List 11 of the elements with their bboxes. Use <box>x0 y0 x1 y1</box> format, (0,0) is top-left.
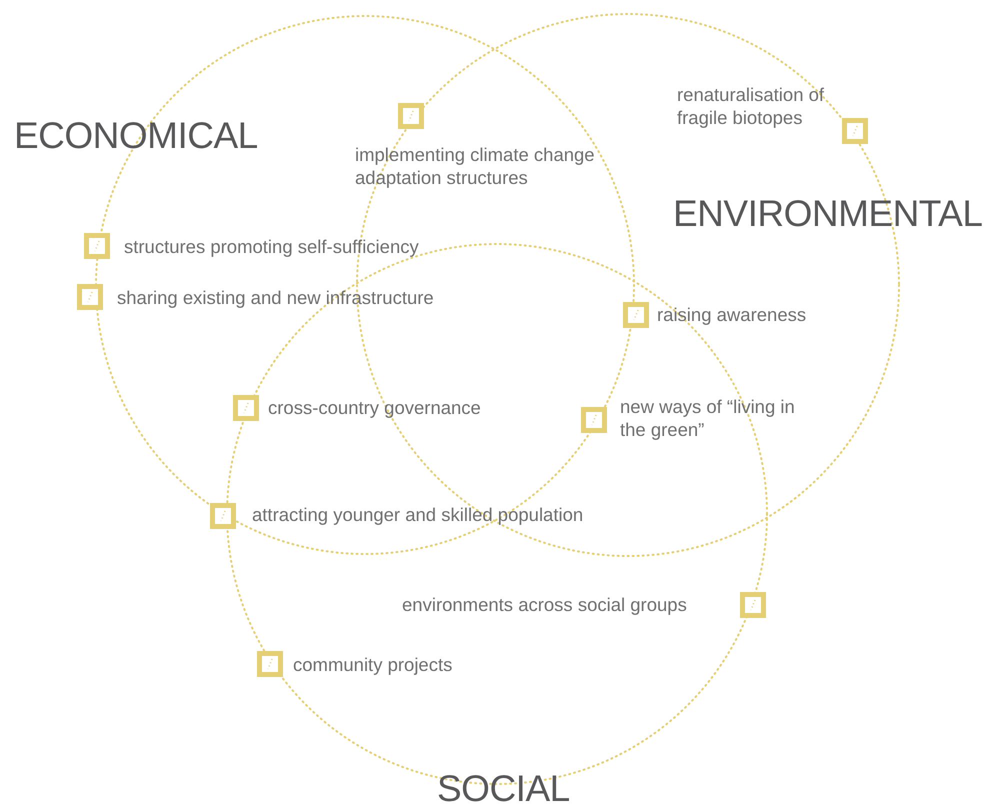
measure-label: renaturalisation of fragile biotopes <box>677 83 826 129</box>
set-heading: SOCIAL <box>437 770 570 805</box>
set-heading: ECONOMICAL <box>14 117 258 154</box>
measure-label: environments across social groups <box>402 593 687 616</box>
measure-label: new ways of “living in the green” <box>620 395 796 441</box>
measure-label: implementing climate change adaptation structures <box>355 143 596 189</box>
measure-label: cross-country governance <box>268 396 481 419</box>
measure-label: community projects <box>293 653 452 676</box>
set-heading: ENVIRONMENTAL <box>673 195 982 232</box>
measure-label: structures promoting self-sufficiency <box>124 235 419 258</box>
measure-label: raising awareness <box>657 303 806 326</box>
